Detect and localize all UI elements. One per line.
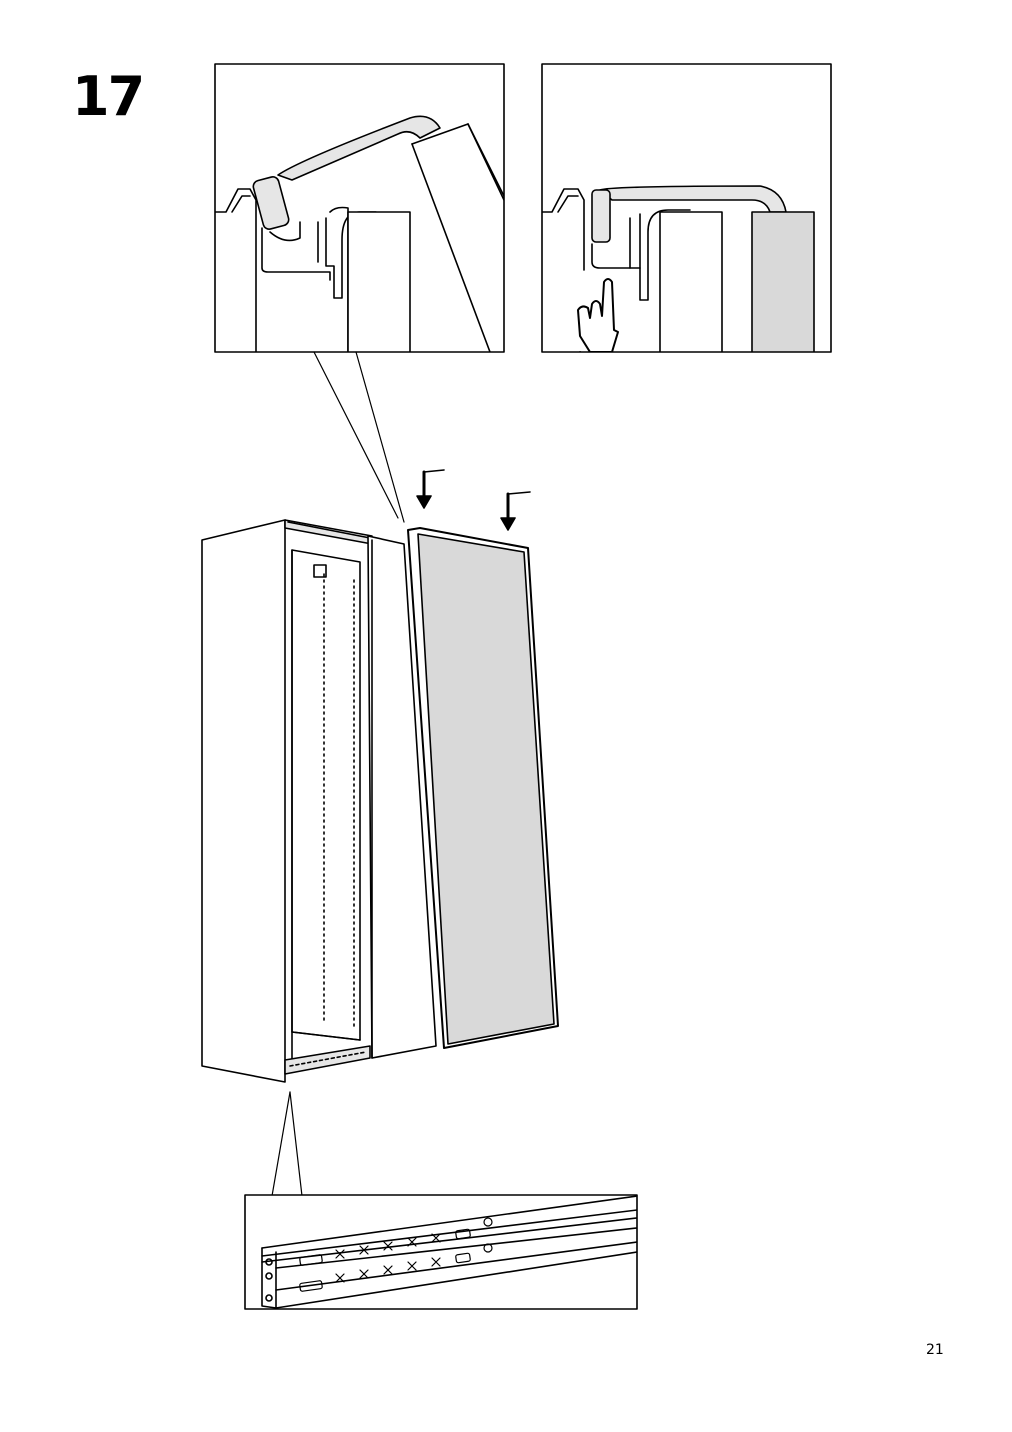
detail-panel-seated (541, 63, 832, 353)
door-grey (407, 527, 559, 1049)
roller-arm (599, 185, 787, 213)
detail-panel-bottom-rail (244, 1194, 638, 1310)
roller-wheel (252, 176, 290, 230)
door-installed (367, 535, 437, 1059)
page-number: 21 (926, 1342, 944, 1358)
step-number: 17 (72, 65, 145, 128)
seated-door (751, 211, 815, 352)
finger-push-icon (577, 278, 619, 352)
roller-arm (277, 115, 441, 181)
down-arrow-icon (416, 469, 445, 509)
callout-bottom (271, 1091, 303, 1197)
callout-top (313, 351, 405, 523)
roller-wheel (591, 189, 611, 243)
down-arrow-icon (500, 491, 531, 531)
detail-panel-hook-on (214, 63, 505, 353)
wardrobe-frame (201, 519, 373, 1083)
